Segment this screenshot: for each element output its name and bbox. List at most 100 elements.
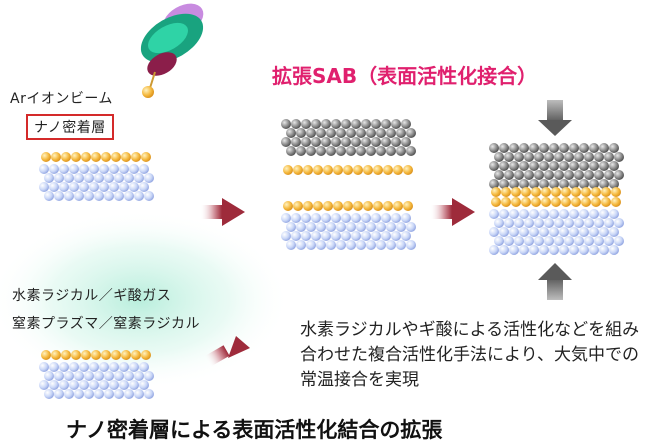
atom bbox=[91, 152, 101, 162]
atom bbox=[519, 245, 529, 255]
atom bbox=[534, 152, 544, 162]
atom bbox=[114, 173, 124, 183]
atom bbox=[371, 137, 381, 147]
atom bbox=[406, 128, 416, 138]
atom bbox=[539, 209, 549, 219]
atom bbox=[316, 222, 326, 232]
atom bbox=[54, 371, 64, 381]
atom bbox=[559, 245, 569, 255]
atom bbox=[601, 197, 611, 207]
atom bbox=[44, 173, 54, 183]
atom bbox=[84, 173, 94, 183]
atom bbox=[579, 143, 589, 153]
atom bbox=[584, 170, 594, 180]
atom bbox=[391, 213, 401, 223]
atom bbox=[131, 152, 141, 162]
atom bbox=[521, 197, 531, 207]
atom bbox=[401, 231, 411, 241]
atom bbox=[494, 236, 504, 246]
atom bbox=[403, 201, 413, 211]
atom bbox=[614, 236, 624, 246]
atom bbox=[144, 191, 154, 201]
atom bbox=[51, 152, 61, 162]
atom bbox=[286, 146, 296, 156]
atom bbox=[489, 161, 499, 171]
plasma-glow bbox=[0, 210, 290, 390]
atom bbox=[604, 170, 614, 180]
atom bbox=[544, 236, 554, 246]
atom bbox=[64, 173, 74, 183]
atom bbox=[291, 213, 301, 223]
atom bbox=[129, 182, 139, 192]
atom bbox=[281, 119, 291, 129]
atom bbox=[604, 236, 614, 246]
atom bbox=[99, 362, 109, 372]
atom bbox=[343, 165, 353, 175]
atom bbox=[534, 218, 544, 228]
atom bbox=[529, 245, 539, 255]
atom bbox=[59, 362, 69, 372]
atom bbox=[371, 213, 381, 223]
nano-layer-label: ナノ密着層 bbox=[26, 114, 114, 140]
atom bbox=[94, 191, 104, 201]
atom bbox=[291, 231, 301, 241]
atom bbox=[124, 371, 134, 381]
atom bbox=[286, 128, 296, 138]
atom bbox=[509, 227, 519, 237]
atom bbox=[499, 143, 509, 153]
atom bbox=[499, 245, 509, 255]
atom bbox=[519, 227, 529, 237]
atom bbox=[351, 137, 361, 147]
atom bbox=[321, 213, 331, 223]
atom bbox=[81, 152, 91, 162]
atom bbox=[371, 119, 381, 129]
atom bbox=[579, 227, 589, 237]
atom bbox=[544, 170, 554, 180]
atom bbox=[89, 362, 99, 372]
atom bbox=[41, 350, 51, 360]
atom bbox=[301, 137, 311, 147]
atom bbox=[594, 152, 604, 162]
atom bbox=[311, 213, 321, 223]
atom bbox=[94, 371, 104, 381]
atom bbox=[579, 245, 589, 255]
atom bbox=[44, 191, 54, 201]
atom bbox=[316, 240, 326, 250]
atom bbox=[599, 161, 609, 171]
atom bbox=[341, 231, 351, 241]
atom bbox=[311, 231, 321, 241]
atom bbox=[333, 165, 343, 175]
atom bbox=[69, 362, 79, 372]
atom bbox=[89, 182, 99, 192]
atom bbox=[331, 231, 341, 241]
atom bbox=[134, 173, 144, 183]
atom bbox=[534, 236, 544, 246]
atom bbox=[524, 236, 534, 246]
atom bbox=[509, 245, 519, 255]
atom bbox=[509, 209, 519, 219]
atom bbox=[353, 201, 363, 211]
atom bbox=[49, 164, 59, 174]
atom bbox=[286, 222, 296, 232]
atom bbox=[539, 161, 549, 171]
atom bbox=[139, 182, 149, 192]
atom bbox=[504, 170, 514, 180]
atom bbox=[69, 182, 79, 192]
radical-label-2: 窒素プラズマ／窒素ラジカル bbox=[12, 316, 200, 332]
atom bbox=[313, 201, 323, 211]
atom bbox=[104, 173, 114, 183]
atom bbox=[141, 350, 151, 360]
atom bbox=[323, 165, 333, 175]
atom bbox=[283, 165, 293, 175]
atom bbox=[61, 350, 71, 360]
atom bbox=[544, 152, 554, 162]
atom bbox=[381, 231, 391, 241]
atom bbox=[584, 236, 594, 246]
atom bbox=[549, 143, 559, 153]
atom bbox=[519, 209, 529, 219]
atom bbox=[539, 179, 549, 189]
atom bbox=[351, 213, 361, 223]
atom bbox=[559, 179, 569, 189]
atom bbox=[541, 187, 551, 197]
atom bbox=[406, 222, 416, 232]
